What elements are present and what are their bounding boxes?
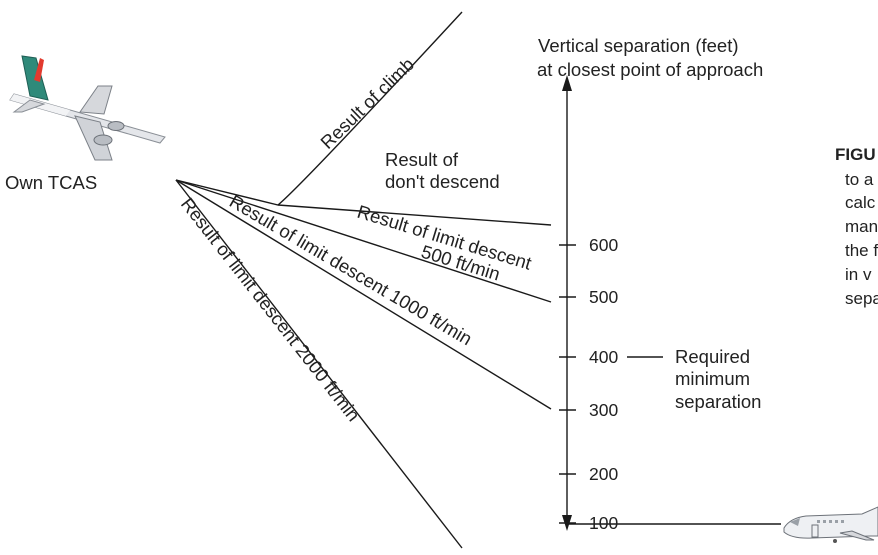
tick-label-300: 300 bbox=[589, 400, 618, 420]
limit-descent-1000-line bbox=[175, 179, 552, 410]
own-tcas-label: Own TCAS bbox=[5, 172, 97, 193]
caption-line-4: the f bbox=[845, 241, 878, 260]
threshold-label-line1: Required bbox=[675, 346, 750, 367]
own-aircraft-icon bbox=[9, 55, 166, 161]
threshold-label-line3: separation bbox=[675, 391, 761, 412]
maneuver-lines bbox=[175, 11, 552, 549]
threshold-label-line2: minimum bbox=[675, 368, 750, 389]
axis-title-line2: at closest point of approach bbox=[537, 59, 763, 80]
axis-ticks bbox=[559, 244, 576, 524]
caption-line-6: sepa bbox=[845, 289, 878, 308]
limit-descent-500-line bbox=[175, 179, 552, 303]
caption-line-5: in v bbox=[845, 265, 872, 284]
climb-label: Result of climb bbox=[316, 53, 418, 152]
dont-descend-label-line1: Result of bbox=[385, 149, 459, 170]
tick-label-200: 200 bbox=[589, 464, 618, 484]
caption-line-2: calc bbox=[845, 193, 876, 212]
tick-label-400: 400 bbox=[589, 347, 618, 367]
tick-label-600: 600 bbox=[589, 235, 618, 255]
climb-path bbox=[175, 11, 463, 206]
dont-descend-line bbox=[277, 204, 552, 226]
caption-line-1: to a bbox=[845, 170, 874, 189]
dont-descend-label-line2: don't descend bbox=[385, 171, 500, 192]
intruder-aircraft-icon bbox=[783, 506, 878, 543]
limit-descent-2000-line bbox=[175, 179, 463, 549]
limit-descent-1000-label: Result of limit descent 1000 ft/min bbox=[226, 190, 476, 349]
figure-caption-label: FIGU bbox=[835, 145, 876, 164]
tick-label-500: 500 bbox=[589, 287, 618, 307]
axis-title-line1: Vertical separation (feet) bbox=[538, 35, 739, 56]
axis-arrow-up bbox=[562, 75, 572, 91]
caption-line-3: man bbox=[845, 217, 878, 236]
tick-label-100: 100 bbox=[589, 513, 618, 533]
